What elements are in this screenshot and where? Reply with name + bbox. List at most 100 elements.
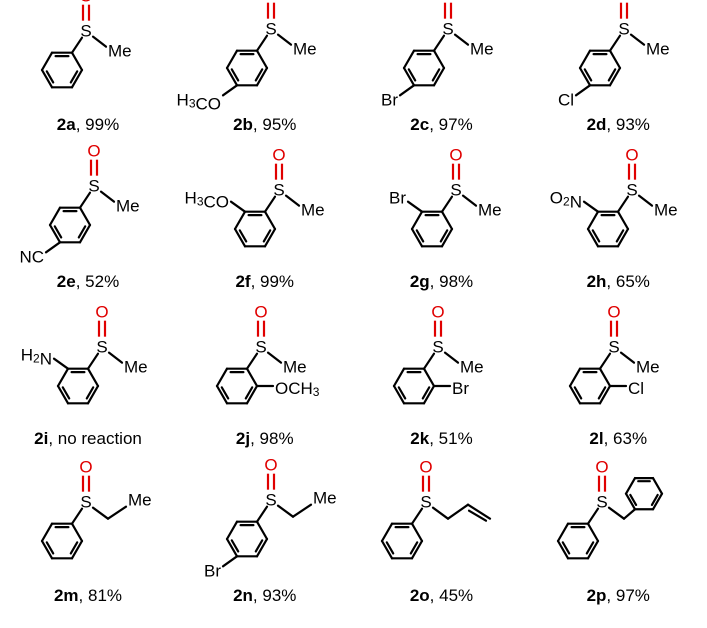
oxygen-atom: O <box>431 302 444 321</box>
c-s-bond <box>432 34 445 52</box>
ring-double-bond <box>230 68 240 82</box>
compound-id: 2m <box>53 586 79 605</box>
ring-bond <box>410 227 423 248</box>
oxygen-atom: O <box>608 302 621 321</box>
oxygen-atom: O <box>264 455 277 474</box>
ring-double-bond <box>397 386 406 400</box>
compound-caption: 2g, 98% <box>354 272 530 292</box>
ring-double-bond <box>69 541 79 555</box>
ring-bond <box>70 68 84 89</box>
ring-double-bond <box>651 493 660 507</box>
substituent-label: H3CO <box>184 188 228 211</box>
ring-bond <box>70 539 84 560</box>
ring-bond <box>245 367 258 388</box>
sulfur-atom: S <box>273 180 284 199</box>
oxygen-atom: O <box>626 145 639 164</box>
c-s-bond <box>587 507 600 525</box>
c-s-bond <box>263 195 276 213</box>
substituent-label: Br <box>204 561 221 580</box>
compound-id: 2b <box>233 115 253 134</box>
ring-bond <box>233 227 246 248</box>
substituent-bond <box>221 555 238 568</box>
ethyl-bond <box>106 505 128 520</box>
compound-yield: , 93% <box>606 115 650 134</box>
substituent-label: NC <box>19 247 44 266</box>
ring-bond <box>587 522 600 543</box>
ring-double-bond <box>85 386 95 400</box>
compound-id: 2e <box>56 272 76 291</box>
ring-double-bond <box>244 386 254 400</box>
ring-bond <box>255 537 268 558</box>
ring-double-bond <box>220 386 230 400</box>
oxygen-atom: O <box>449 145 462 164</box>
sulfur-atom: S <box>80 492 91 511</box>
ring-double-bond <box>583 68 593 82</box>
compound-yield: , 81% <box>78 586 123 605</box>
substituent-bond <box>406 200 423 213</box>
compound-2a: SOMe2a, 99% <box>0 0 176 157</box>
benzyl-bond <box>608 506 626 520</box>
compound-yield: , no reaction <box>48 429 142 448</box>
ring-double-bond <box>585 541 595 555</box>
ring-bond <box>579 66 592 87</box>
substituent-label: Cl <box>558 90 574 109</box>
ring-bond <box>380 539 393 560</box>
ring-double-bond <box>573 386 583 400</box>
ring-double-bond <box>238 229 248 243</box>
ring-double-bond <box>431 68 440 82</box>
sulfur-atom: S <box>627 180 638 199</box>
ring-bond <box>599 367 612 388</box>
substituent-label: Br <box>381 90 398 109</box>
ring-double-bond <box>615 229 625 243</box>
ring-bond <box>78 223 92 244</box>
ring-bond <box>263 227 276 248</box>
ring-bond <box>392 367 405 388</box>
compound-yield: , 52% <box>75 272 120 291</box>
compound-2d: SOMeCl2d, 93% <box>530 0 706 157</box>
sulfur-atom: S <box>96 337 107 356</box>
ring-bond <box>255 520 268 541</box>
compound-2b: SOMeH3CO2b, 95% <box>176 0 353 157</box>
compound-yield: , 98% <box>250 429 294 448</box>
ring-bond <box>587 539 600 560</box>
ring-bond <box>70 522 84 543</box>
ring-bond <box>225 66 238 87</box>
c-s-bond <box>245 352 258 370</box>
methyl-label: Me <box>301 200 325 219</box>
compound-yield: , 97% <box>606 586 650 605</box>
oxygen-atom: O <box>272 145 285 164</box>
s-methyl-bond <box>638 194 654 207</box>
allyl-bond <box>446 503 469 520</box>
methyl-label: Me <box>313 488 337 507</box>
compound-id: 2g <box>409 272 430 291</box>
sulfur-atom: S <box>432 337 443 356</box>
ring-double-bond <box>629 493 638 507</box>
ring-double-bond <box>385 541 394 555</box>
compound-caption: 2c, 97% <box>354 115 530 135</box>
methyl-label: Me <box>128 490 152 509</box>
substituent-label: H3CO <box>176 90 220 113</box>
compound-caption: 2p, 97% <box>530 586 706 606</box>
substituent-bond <box>575 84 592 97</box>
ring-bond <box>557 522 570 543</box>
ring-bond <box>56 367 70 388</box>
ring-bond <box>440 227 453 248</box>
methyl-label: Me <box>108 41 132 60</box>
ring-bond <box>432 66 445 87</box>
ring-bond <box>215 367 228 388</box>
ring-bond <box>652 476 664 495</box>
ring-bond <box>56 384 70 405</box>
ring-bond <box>402 49 415 70</box>
allyl-double-bond <box>466 503 491 520</box>
ring-bond <box>255 66 268 87</box>
methyl-label: Me <box>293 39 317 58</box>
